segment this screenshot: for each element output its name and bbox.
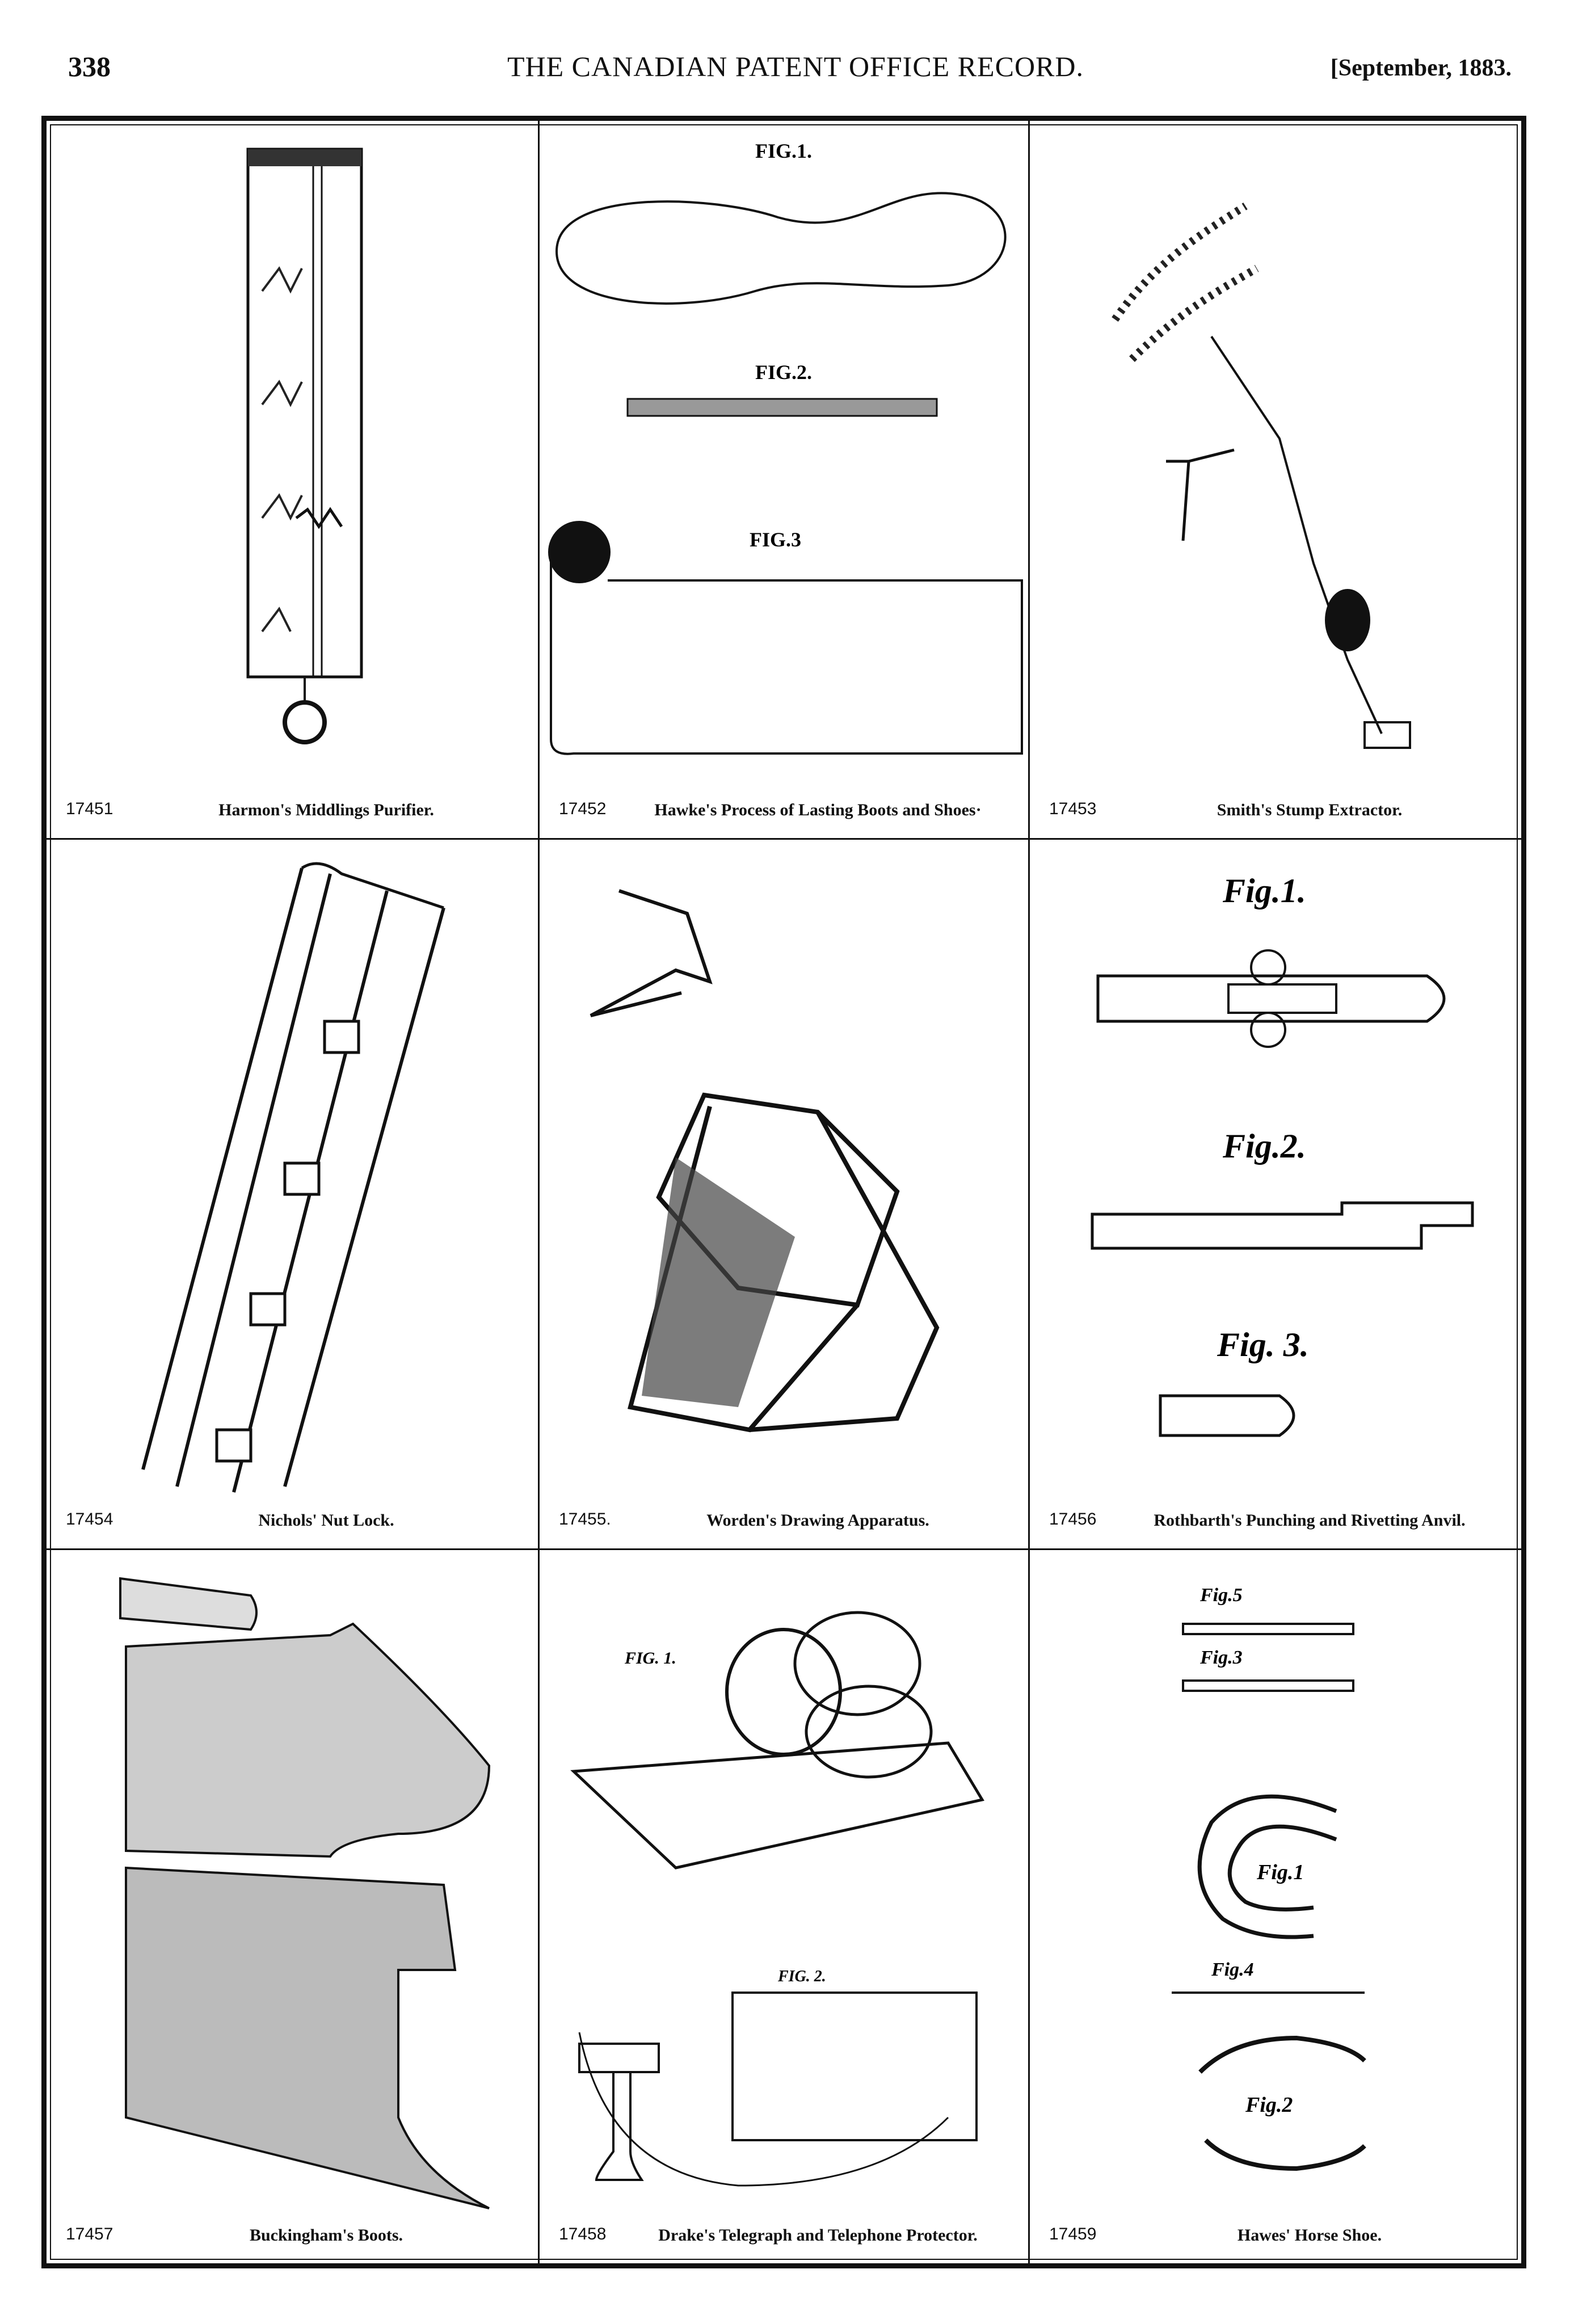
punching-anvil-drawing: Fig.1. Fig.2. Fig. 3. — [1091, 872, 1474, 1437]
patent-cell-17455: 17455. Worden's Drawing Apparatus. — [540, 840, 1030, 1550]
patent-number: 17457 — [66, 2225, 113, 2243]
patent-number: 17456 — [1049, 1510, 1097, 1529]
telegraph-protector-drawing: FIG. 1. FIG. 2. — [570, 1611, 984, 2187]
issue-date: [September, 1883. — [1330, 55, 1512, 81]
figure-label: FIG.1. — [755, 140, 812, 162]
figure-label: Fig.2. — [1222, 1127, 1306, 1165]
patent-caption: 17458 Drake's Telegraph and Telephone Pr… — [540, 2225, 1028, 2246]
patent-caption: 17455. Worden's Drawing Apparatus. — [540, 1510, 1028, 1531]
patent-number: 17451 — [66, 799, 113, 818]
patent-caption: 17452 Hawke's Process of Lasting Boots a… — [540, 799, 1028, 821]
patent-number: 17458 — [559, 2225, 607, 2243]
patent-caption: 17457 Buckingham's Boots. — [47, 2225, 538, 2246]
patent-title: Harmon's Middlings Purifier. — [218, 801, 434, 819]
patent-cell-17451: 17451 Harmon's Middlings Purifier. — [47, 121, 540, 840]
patent-cell-17458: FIG. 1. FIG. 2. 17458 Drake's Telegraph … — [540, 1550, 1030, 2263]
figure-label: FIG.3 — [750, 528, 801, 551]
patent-cell-17452: FIG.1. FIG.2. FIG.3 17452 Hawke's Proces… — [540, 121, 1030, 840]
nut-lock-drawing — [141, 862, 445, 1493]
patent-plate-frame: 17451 Harmon's Middlings Purifier. FIG.1… — [41, 116, 1526, 2268]
patent-caption: 17459 Hawes' Horse Shoe. — [1030, 2225, 1521, 2246]
figure-label: FIG. 1. — [624, 1649, 676, 1668]
figure-label: FIG. 2. — [777, 1968, 826, 1985]
patent-cell-17456: Fig.1. Fig.2. Fig. 3. 17456 Rothbarth's … — [1030, 840, 1521, 1550]
patent-title: Worden's Drawing Apparatus. — [706, 1511, 929, 1530]
middlings-purifier-drawing — [246, 148, 363, 744]
horse-shoe-drawing: Fig.5 Fig.3 Fig.1 Fig.4 Fig.2 — [1172, 1585, 1366, 2171]
patent-cell-17454: 17454 Nichols' Nut Lock. — [47, 840, 540, 1550]
patent-cell-17459: Fig.5 Fig.3 Fig.1 Fig.4 Fig.2 17459 Hawe… — [1030, 1550, 1521, 2263]
patent-caption: 17451 Harmon's Middlings Purifier. — [47, 799, 538, 821]
figure-label: Fig.4 — [1211, 1959, 1254, 1980]
patent-cell-17453: 17453 Smith's Stump Extractor. — [1030, 121, 1521, 840]
patent-caption: 17454 Nichols' Nut Lock. — [47, 1510, 538, 1531]
figure-label: Fig.1 — [1256, 1860, 1304, 1884]
patent-title: Hawes' Horse Shoe. — [1237, 2226, 1382, 2245]
patent-caption: 17453 Smith's Stump Extractor. — [1030, 799, 1521, 821]
patent-title: Drake's Telegraph and Telephone Protecto… — [658, 2226, 978, 2245]
figure-label: Fig.3 — [1199, 1647, 1243, 1668]
boots-pattern-drawing — [119, 1577, 491, 2209]
figure-label: FIG.2. — [755, 361, 812, 384]
figure-label: Fig. 3. — [1217, 1326, 1309, 1363]
patent-title: Hawke's Process of Lasting Boots and Sho… — [654, 801, 982, 819]
patent-title: Rothbarth's Punching and Rivetting Anvil… — [1154, 1511, 1466, 1530]
patent-number: 17455. — [559, 1510, 611, 1529]
publication-title: THE CANADIAN PATENT OFFICE RECORD. — [507, 50, 1084, 82]
patent-title: Buckingham's Boots. — [249, 2226, 403, 2245]
patent-number: 17453 — [1049, 799, 1097, 818]
stump-extractor-drawing — [1112, 203, 1411, 749]
figure-label: Fig.2 — [1245, 2093, 1293, 2117]
patent-cell-17457: 17457 Buckingham's Boots. — [47, 1550, 540, 2263]
patent-caption: 17456 Rothbarth's Punching and Rivetting… — [1030, 1510, 1521, 1531]
lasting-boots-drawing: FIG.1. FIG.2. FIG.3 — [548, 140, 1023, 755]
figure-label: Fig.5 — [1199, 1585, 1243, 1606]
patent-number: 17452 — [559, 799, 607, 818]
patent-number: 17459 — [1049, 2225, 1097, 2243]
figure-label: Fig.1. — [1222, 872, 1306, 910]
page-number: 338 — [68, 50, 111, 82]
patent-number: 17454 — [66, 1510, 113, 1529]
patent-title: Nichols' Nut Lock. — [258, 1511, 394, 1530]
patent-title: Smith's Stump Extractor. — [1217, 801, 1403, 819]
drawing-apparatus-drawing — [590, 889, 940, 1433]
